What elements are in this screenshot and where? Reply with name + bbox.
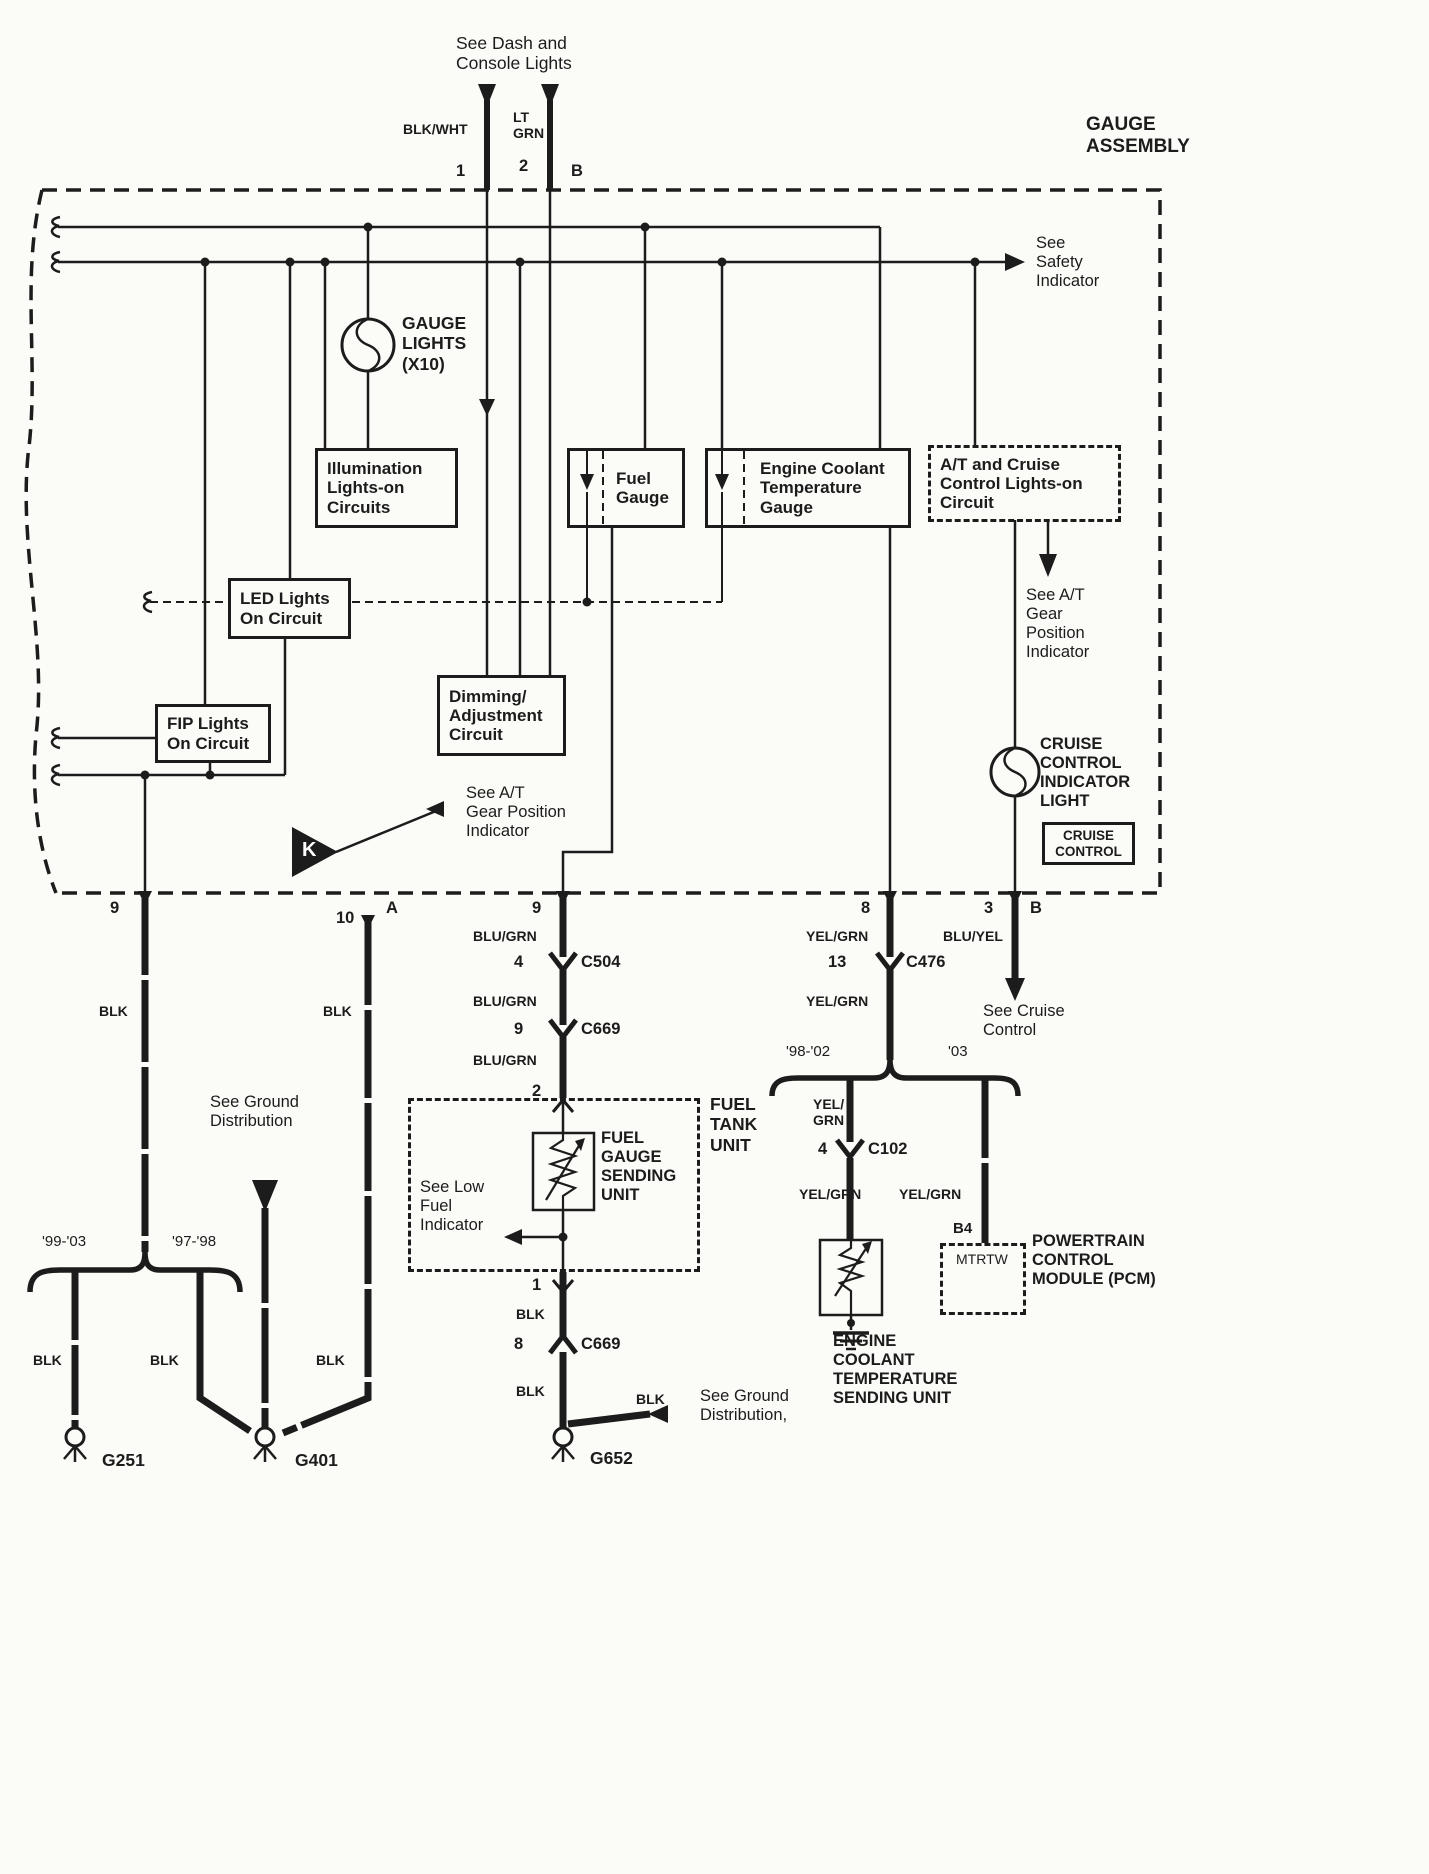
- engine-coolant-gauge-label: Engine Coolant Temperature Gauge: [760, 459, 885, 517]
- year-99-03: '99-'03: [42, 1233, 87, 1250]
- dimming-circuit-label: Dimming/ Adjustment Circuit: [449, 686, 543, 745]
- wire-color-blk-4: BLK: [516, 1383, 545, 1399]
- note-see-cruise: See Cruise Control: [983, 1002, 1065, 1040]
- wire-color-blu-grn-2: BLU/GRN: [473, 993, 537, 1009]
- wire-color-blu-yel: BLU/YEL: [943, 928, 1003, 944]
- pcm-label: POWERTRAIN CONTROL MODULE (PCM): [1032, 1232, 1156, 1289]
- engine-coolant-gauge-box: Engine Coolant Temperature Gauge: [705, 448, 911, 528]
- connector-c669b-pin: 8: [514, 1335, 524, 1353]
- wire-color-yel-grn-2: YEL/GRN: [806, 993, 869, 1009]
- ground-g401: G401: [295, 1450, 338, 1470]
- resistor-symbols: [531, 1131, 884, 1351]
- fuel-sending-unit-label: FUEL GAUGE SENDING UNIT: [601, 1129, 677, 1205]
- harness-wires: [71, 893, 1019, 1437]
- wire-color-blk-6: BLK: [33, 1352, 62, 1368]
- continuation-marks: [50, 215, 153, 787]
- wire-color-blu-grn-3: BLU/GRN: [473, 1052, 537, 1068]
- note-see-safety: See Safety Indicator: [1036, 234, 1100, 291]
- gauge-assembly-title: GAUGE ASSEMBLY: [1086, 114, 1190, 158]
- fuel-gauge-box: Fuel Gauge: [567, 448, 685, 528]
- wire-color-blk-wht: BLK/WHT: [403, 121, 468, 137]
- connector-c669a-pin: 9: [514, 1020, 524, 1038]
- pin-1: 1: [456, 162, 466, 180]
- at-cruise-lights-label: A/T and Cruise Control Lights-on Circuit: [940, 454, 1083, 513]
- fuel-gauge-label: Fuel Gauge: [616, 468, 669, 507]
- pin-b4: B4: [953, 1220, 973, 1237]
- year-97-98: '97-'98: [172, 1233, 217, 1250]
- illumination-lights-box: Illumination Lights-on Circuits: [315, 448, 458, 528]
- at-cruise-lights-box: A/T and Cruise Control Lights-on Circuit: [928, 445, 1121, 522]
- fip-lights-box: FIP Lights On Circuit: [155, 704, 271, 763]
- pin-2: 2: [519, 157, 529, 175]
- note-see-low-fuel: See Low Fuel Indicator: [420, 1178, 485, 1235]
- ect-sending-label: ENGINE COOLANT TEMPERATURE SENDING UNIT: [833, 1332, 958, 1408]
- connector-c504: C504: [581, 953, 621, 971]
- pin-10: 10: [336, 909, 355, 927]
- wire-color-yel-grn-5: YEL/GRN: [899, 1186, 962, 1202]
- wire-color-blk-1: BLK: [99, 1003, 128, 1019]
- wire-color-blk-2: BLK: [323, 1003, 352, 1019]
- note-see-dash-console: See Dash and Console Lights: [456, 33, 572, 74]
- note-see-ground-right: See Ground Distribution,: [700, 1387, 789, 1425]
- led-lights-box: LED Lights On Circuit: [228, 578, 351, 639]
- gauge-lights-label: GAUGE LIGHTS (X10): [402, 313, 467, 374]
- pin-2-tank: 2: [532, 1082, 542, 1100]
- pin-8: 8: [861, 899, 871, 917]
- cruise-indicator-label: CRUISE CONTROL INDICATOR LIGHT: [1040, 735, 1131, 811]
- connector-c669a: C669: [581, 1020, 621, 1038]
- pcm-box: [940, 1243, 1026, 1315]
- assembly-outline: [24, 188, 1162, 895]
- arrows-and-dots: [138, 84, 1057, 1423]
- lamp-symbols: [340, 317, 1041, 798]
- pin-3: 3: [984, 899, 994, 917]
- fuel-tank-unit-label: FUEL TANK UNIT: [710, 1094, 758, 1155]
- note-see-ground-left: See Ground Distribution: [210, 1093, 299, 1131]
- connector-c476: C476: [906, 953, 946, 971]
- connector-c476-pin: 13: [828, 953, 847, 971]
- ground-symbols: [63, 1426, 575, 1462]
- note-see-at-gear-mid: See A/T Gear Position Indicator: [466, 784, 566, 841]
- note-see-at-gear-right: See A/T Gear Position Indicator: [1026, 586, 1090, 662]
- pcm-mtrtw-label: MTRTW: [956, 1251, 1008, 1267]
- fuel-tank-unit-box: [408, 1098, 700, 1272]
- connector-c669b: C669: [581, 1335, 621, 1353]
- wire-color-lt-grn: LT GRN: [513, 109, 545, 142]
- wire-color-blk-8: BLK: [316, 1352, 345, 1368]
- pin-b-bottom: B: [1030, 899, 1042, 917]
- ground-g652: G652: [590, 1448, 633, 1468]
- pin-9-left: 9: [110, 899, 120, 917]
- k-connector-label: K: [302, 839, 317, 861]
- fip-lights-label: FIP Lights On Circuit: [167, 714, 250, 753]
- wire-color-blk-7: BLK: [150, 1352, 179, 1368]
- dimming-circuit-box: Dimming/ Adjustment Circuit: [437, 675, 566, 756]
- led-lights-label: LED Lights On Circuit: [240, 589, 330, 628]
- pin-a: A: [386, 899, 398, 917]
- connector-chevrons: [548, 951, 905, 1355]
- wire-color-blu-grn-1: BLU/GRN: [473, 928, 537, 944]
- connector-c504-pin: 4: [514, 953, 524, 971]
- pin-b-top: B: [571, 162, 583, 180]
- pin-1-tank: 1: [532, 1276, 542, 1294]
- wire-color-yel-grn-1: YEL/GRN: [806, 928, 869, 944]
- internal-wires: [58, 100, 1050, 1272]
- year-98-02: '98-'02: [786, 1043, 831, 1060]
- connector-c102-pin: 4: [818, 1140, 828, 1158]
- wire-color-blk-3: BLK: [516, 1306, 545, 1322]
- wire-color-blk-5: BLK: [636, 1391, 665, 1407]
- wire-color-yel-grn-3: YEL/ GRN: [813, 1096, 845, 1129]
- cruise-control-badge: CRUISE CONTROL: [1042, 822, 1135, 865]
- cruise-control-badge-label: CRUISE CONTROL: [1055, 827, 1122, 859]
- wire-color-yel-grn-4: YEL/GRN: [799, 1186, 862, 1202]
- year-brackets: [27, 1059, 1021, 1293]
- illumination-lights-label: Illumination Lights-on Circuits: [327, 459, 423, 517]
- connector-c102: C102: [868, 1140, 908, 1158]
- year-03: '03: [948, 1043, 968, 1060]
- ground-g251: G251: [102, 1450, 145, 1470]
- pin-9-mid: 9: [532, 899, 542, 917]
- dimmer-dashed-line: [150, 451, 745, 603]
